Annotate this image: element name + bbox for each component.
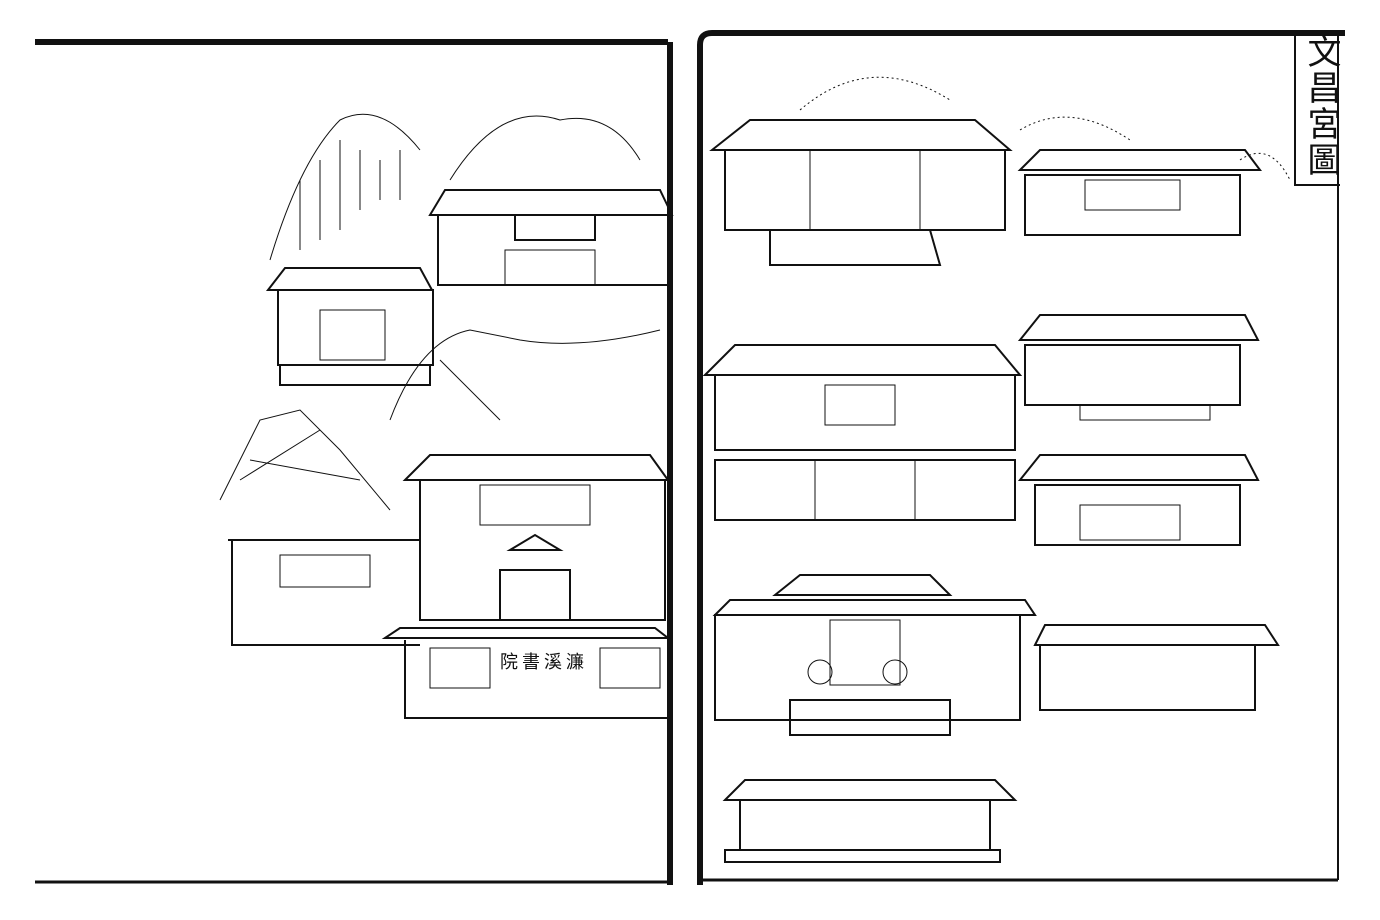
- side-hall-1: [1017, 149, 1262, 236]
- garden-wall: [228, 539, 420, 646]
- entrance-gate: [712, 574, 1037, 736]
- side-wall-right: [1033, 624, 1280, 711]
- right-page-frame: [697, 30, 1345, 885]
- page-title: 文昌宮圖: [1301, 34, 1341, 178]
- side-hall-2: [1017, 314, 1260, 421]
- screen-wall: [722, 779, 1018, 863]
- middle-hall: [702, 344, 1023, 521]
- hill: [799, 76, 1291, 181]
- plaque-inscription: 濂溪書院: [500, 652, 588, 673]
- pavilion-left: [265, 267, 434, 386]
- hall-upper: [428, 189, 674, 286]
- willow-trees: [219, 113, 661, 511]
- main-hall-top: [709, 119, 1013, 266]
- gate-lower: [381, 627, 671, 719]
- side-hall-3: [1017, 454, 1260, 546]
- left-page-frame: [35, 39, 673, 885]
- hall-lower: [402, 454, 670, 621]
